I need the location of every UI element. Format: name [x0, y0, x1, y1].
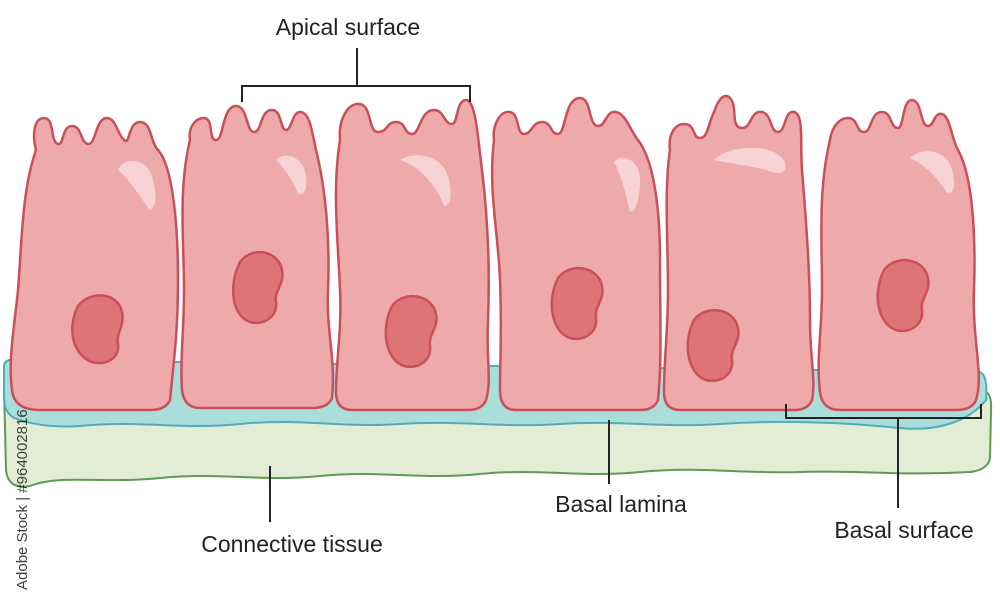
apical-bracket [241, 85, 471, 102]
epithelial-cell-6 [817, 98, 981, 412]
nucleus-6 [876, 258, 930, 333]
nucleus-5 [686, 308, 740, 383]
stock-watermark: Adobe Stock | #964002816 [14, 409, 31, 590]
epithelial-cell-5 [662, 94, 815, 412]
basal-surface-bracket [785, 404, 982, 419]
epithelial-cell-1 [9, 116, 180, 412]
basal-surface-label: Basal surface [834, 517, 973, 543]
highlight-3 [400, 155, 451, 206]
basal-lamina-label: Basal lamina [555, 491, 687, 517]
nucleus-2 [232, 250, 284, 325]
apical-surface-label: Apical surface [276, 14, 420, 40]
cell-highlights [118, 147, 954, 212]
nuclei [71, 250, 930, 383]
highlight-1 [118, 160, 156, 210]
connective-tissue-label: Connective tissue [201, 531, 383, 557]
highlight-6 [910, 151, 954, 193]
epithelial-cells [9, 94, 981, 412]
epithelial-cell-3 [334, 98, 490, 412]
epithelial-cell-4 [490, 96, 662, 412]
nucleus-1 [71, 294, 124, 365]
highlight-5 [714, 147, 786, 174]
leader-lines [241, 48, 982, 522]
highlight-2 [276, 155, 307, 195]
nucleus-4 [550, 266, 604, 341]
highlight-4 [614, 157, 640, 212]
nucleus-3 [384, 294, 438, 369]
